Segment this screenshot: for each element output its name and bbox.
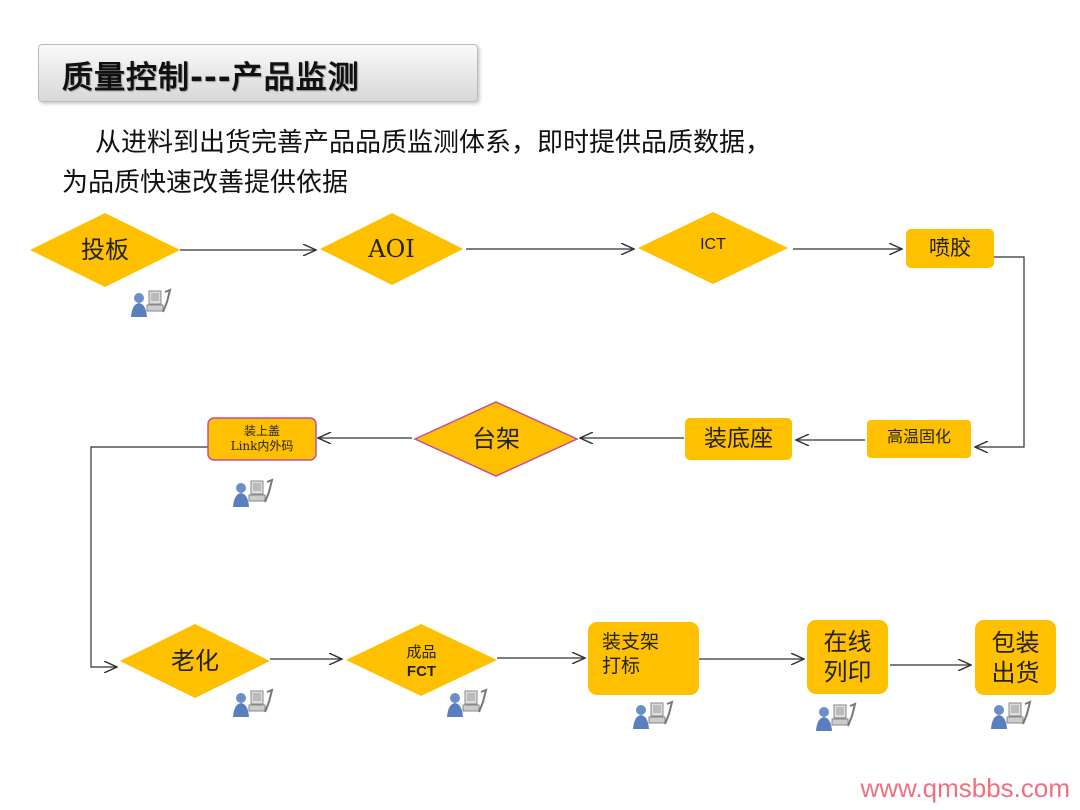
operator-workstation-icon: [446, 688, 488, 718]
diamond-step: [120, 624, 270, 698]
step-label: 在线列印: [807, 620, 888, 694]
arrow: [975, 256, 1025, 447]
rect-step: [906, 229, 994, 268]
step-label: 投板: [81, 236, 129, 264]
step-label-line: 装上盖: [243, 424, 280, 438]
subtitle-line1: 从进料到出货完善产品品质监测体系，即时提供品质数据，: [95, 128, 772, 158]
step-label: 台架: [472, 425, 520, 453]
operator-workstation-icon: [130, 288, 172, 318]
rect-step: [867, 420, 971, 458]
rect-step: [685, 418, 792, 460]
diamond-step: [346, 624, 497, 696]
operator-workstation-icon: [232, 478, 274, 508]
step-label: ICT: [700, 236, 726, 253]
step-label: 装支架打标: [602, 630, 659, 680]
step-label-line: 在线: [823, 628, 872, 656]
subtitle-line2: 为品质快速改善提供依据: [62, 168, 349, 198]
page-title: 质量控制---产品监测: [62, 60, 360, 96]
step-label: 喷胶: [929, 236, 971, 261]
rect-step: [807, 620, 888, 694]
step-label: AOI: [368, 235, 415, 263]
step-label-line: 出货: [991, 658, 1040, 687]
operator-workstation-icon: [990, 700, 1032, 730]
rect-step: [588, 622, 699, 695]
rect-step: [975, 620, 1056, 695]
watermark: www.qmsbbs.com: [860, 773, 1071, 803]
diamond-step: [413, 401, 579, 477]
step-label-line: FCT: [406, 663, 437, 680]
step-label: 老化: [171, 647, 219, 675]
operator-workstation-icon: [232, 688, 274, 718]
operator-workstation-icon: [815, 702, 857, 732]
operator-workstation-icon: [632, 700, 674, 730]
step-label: 包装出货: [975, 620, 1056, 695]
diamond-step: [638, 212, 788, 284]
step-label-line: Link内外码: [230, 439, 294, 453]
diamond-step: [320, 213, 463, 285]
step-label-line: 包装: [991, 628, 1040, 657]
arrow: [90, 446, 208, 667]
title-box: [38, 44, 478, 102]
step-label: 成品 FCT: [346, 642, 497, 682]
step-label-line: 装支架: [602, 631, 660, 654]
step-label: 高温固化: [886, 427, 951, 446]
diamond-step: [30, 213, 180, 287]
step-label-line: 列印: [823, 658, 872, 686]
step-label: 装底座: [704, 425, 773, 452]
step-label-line: 成品: [406, 643, 437, 661]
step-label-line: 打标: [602, 655, 641, 677]
rect-step: [207, 417, 317, 461]
